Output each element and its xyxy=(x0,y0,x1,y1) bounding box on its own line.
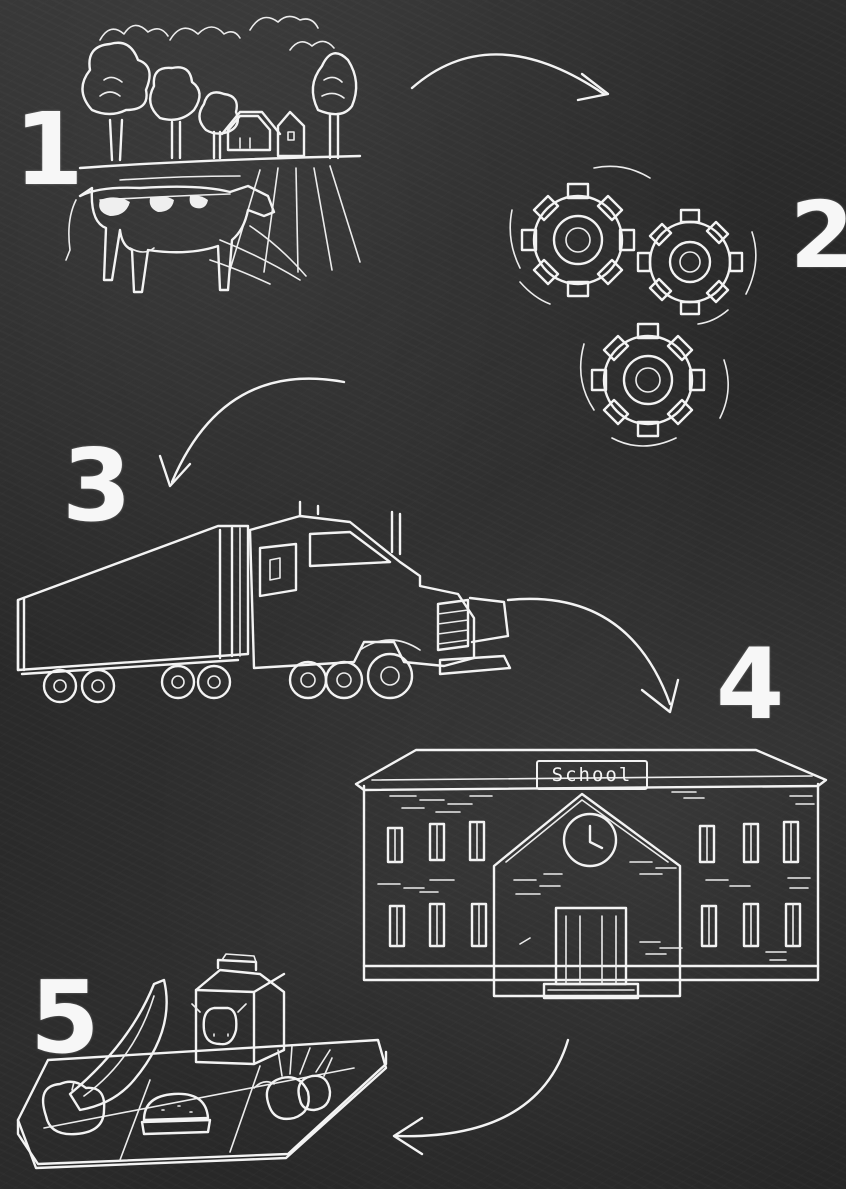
step-number-3: 3 xyxy=(62,436,132,536)
gears-icon xyxy=(510,166,756,446)
school-sign: School xyxy=(536,760,648,790)
curved-arrow-icon xyxy=(508,599,678,712)
curved-arrow-icon xyxy=(394,1040,568,1154)
step-number-4: 4 xyxy=(716,636,784,734)
step-number-2: 2 xyxy=(790,190,846,282)
curved-arrow-icon xyxy=(412,54,608,100)
step-number-1: 1 xyxy=(14,100,84,200)
farm-icon xyxy=(66,16,360,292)
step-number-5: 5 xyxy=(30,968,100,1068)
curved-arrow-icon xyxy=(160,379,344,486)
